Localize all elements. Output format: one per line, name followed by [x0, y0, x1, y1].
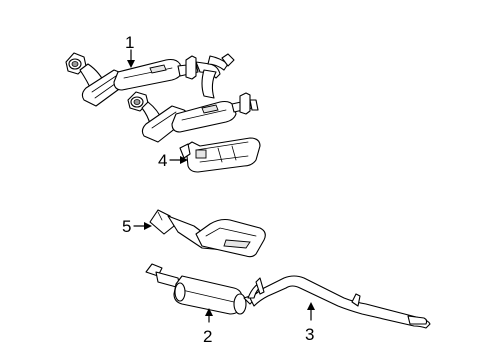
- arrow-1: [127, 60, 135, 68]
- lower-catalytic-converter: [141, 100, 237, 143]
- part-5-heat-shield: [149, 209, 266, 258]
- part-3-tailpipe: [243, 275, 431, 329]
- callout-2: 2: [203, 327, 212, 346]
- part-4-heat-shield: [179, 137, 261, 173]
- arrow-3: [307, 302, 315, 310]
- callout-5: 5: [122, 217, 131, 236]
- upper-catalytic-converter: [81, 58, 183, 107]
- lower-inlet-flange: [127, 91, 149, 112]
- arrow-2: [205, 308, 213, 316]
- part-2-muffler: [145, 263, 247, 315]
- arrow-4: [180, 156, 188, 164]
- part-1-converter-assembly: [65, 52, 259, 143]
- arrow-5: [144, 222, 152, 230]
- callout-1: 1: [125, 33, 134, 52]
- leader-lines: [127, 49, 315, 323]
- callout-4: 4: [158, 151, 167, 170]
- callout-3: 3: [305, 325, 314, 344]
